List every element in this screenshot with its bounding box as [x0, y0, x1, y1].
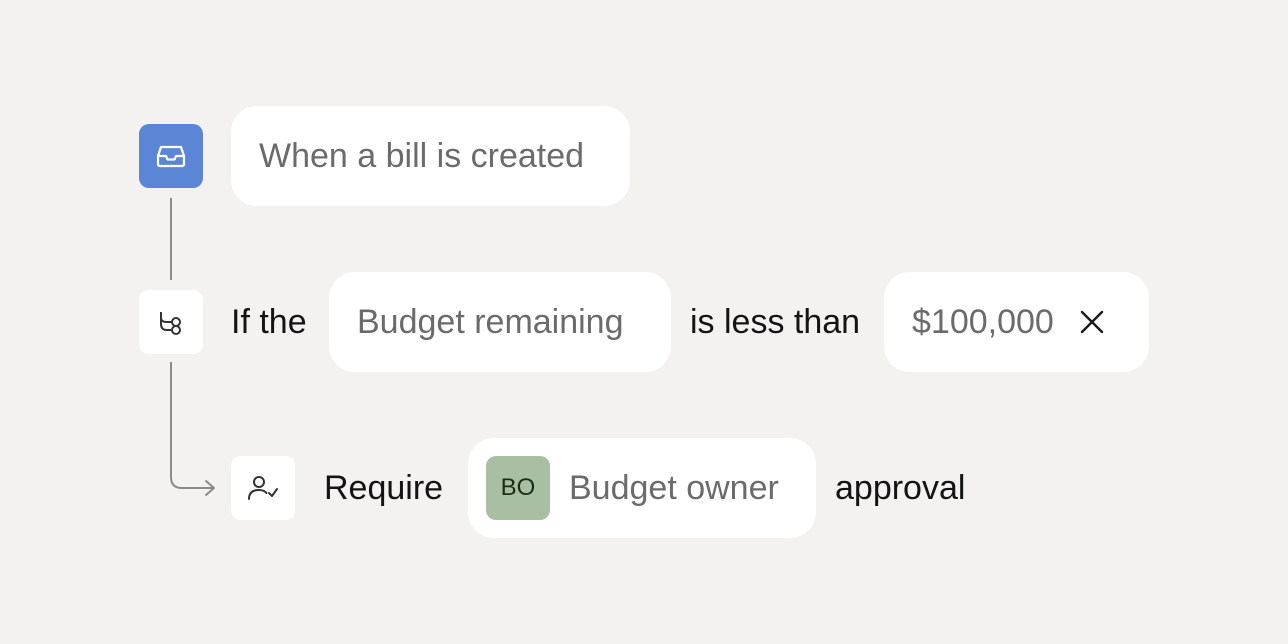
clear-value-button[interactable]	[1075, 305, 1109, 339]
condition-icon-tile[interactable]	[139, 290, 203, 354]
action-verb: Require	[324, 468, 444, 507]
avatar-initials: BO	[500, 474, 536, 501]
inbox-icon	[156, 145, 186, 168]
condition-field-pill[interactable]: Budget remaining	[329, 272, 671, 372]
action-icon-tile[interactable]	[231, 456, 295, 520]
action-suffix: approval	[835, 468, 966, 507]
approver-name: Budget owner	[569, 468, 779, 507]
trigger-icon-tile[interactable]	[139, 124, 203, 188]
condition-value-pill[interactable]: $100,000	[884, 272, 1149, 372]
close-icon	[1080, 310, 1104, 334]
approver-pill[interactable]: BO Budget owner	[468, 438, 816, 538]
user-check-icon	[248, 476, 278, 500]
trigger-connector-line	[170, 198, 172, 280]
condition-operator: is less than	[690, 302, 861, 341]
trigger-label: When a bill is created	[259, 136, 585, 175]
avatar: BO	[486, 456, 550, 520]
branch-icon	[160, 312, 181, 335]
condition-to-action-arrow	[170, 362, 215, 496]
condition-prefix: If the	[231, 302, 307, 341]
condition-field-label: Budget remaining	[357, 302, 624, 341]
trigger-pill[interactable]: When a bill is created	[231, 106, 630, 206]
condition-value-label: $100,000	[912, 302, 1054, 341]
